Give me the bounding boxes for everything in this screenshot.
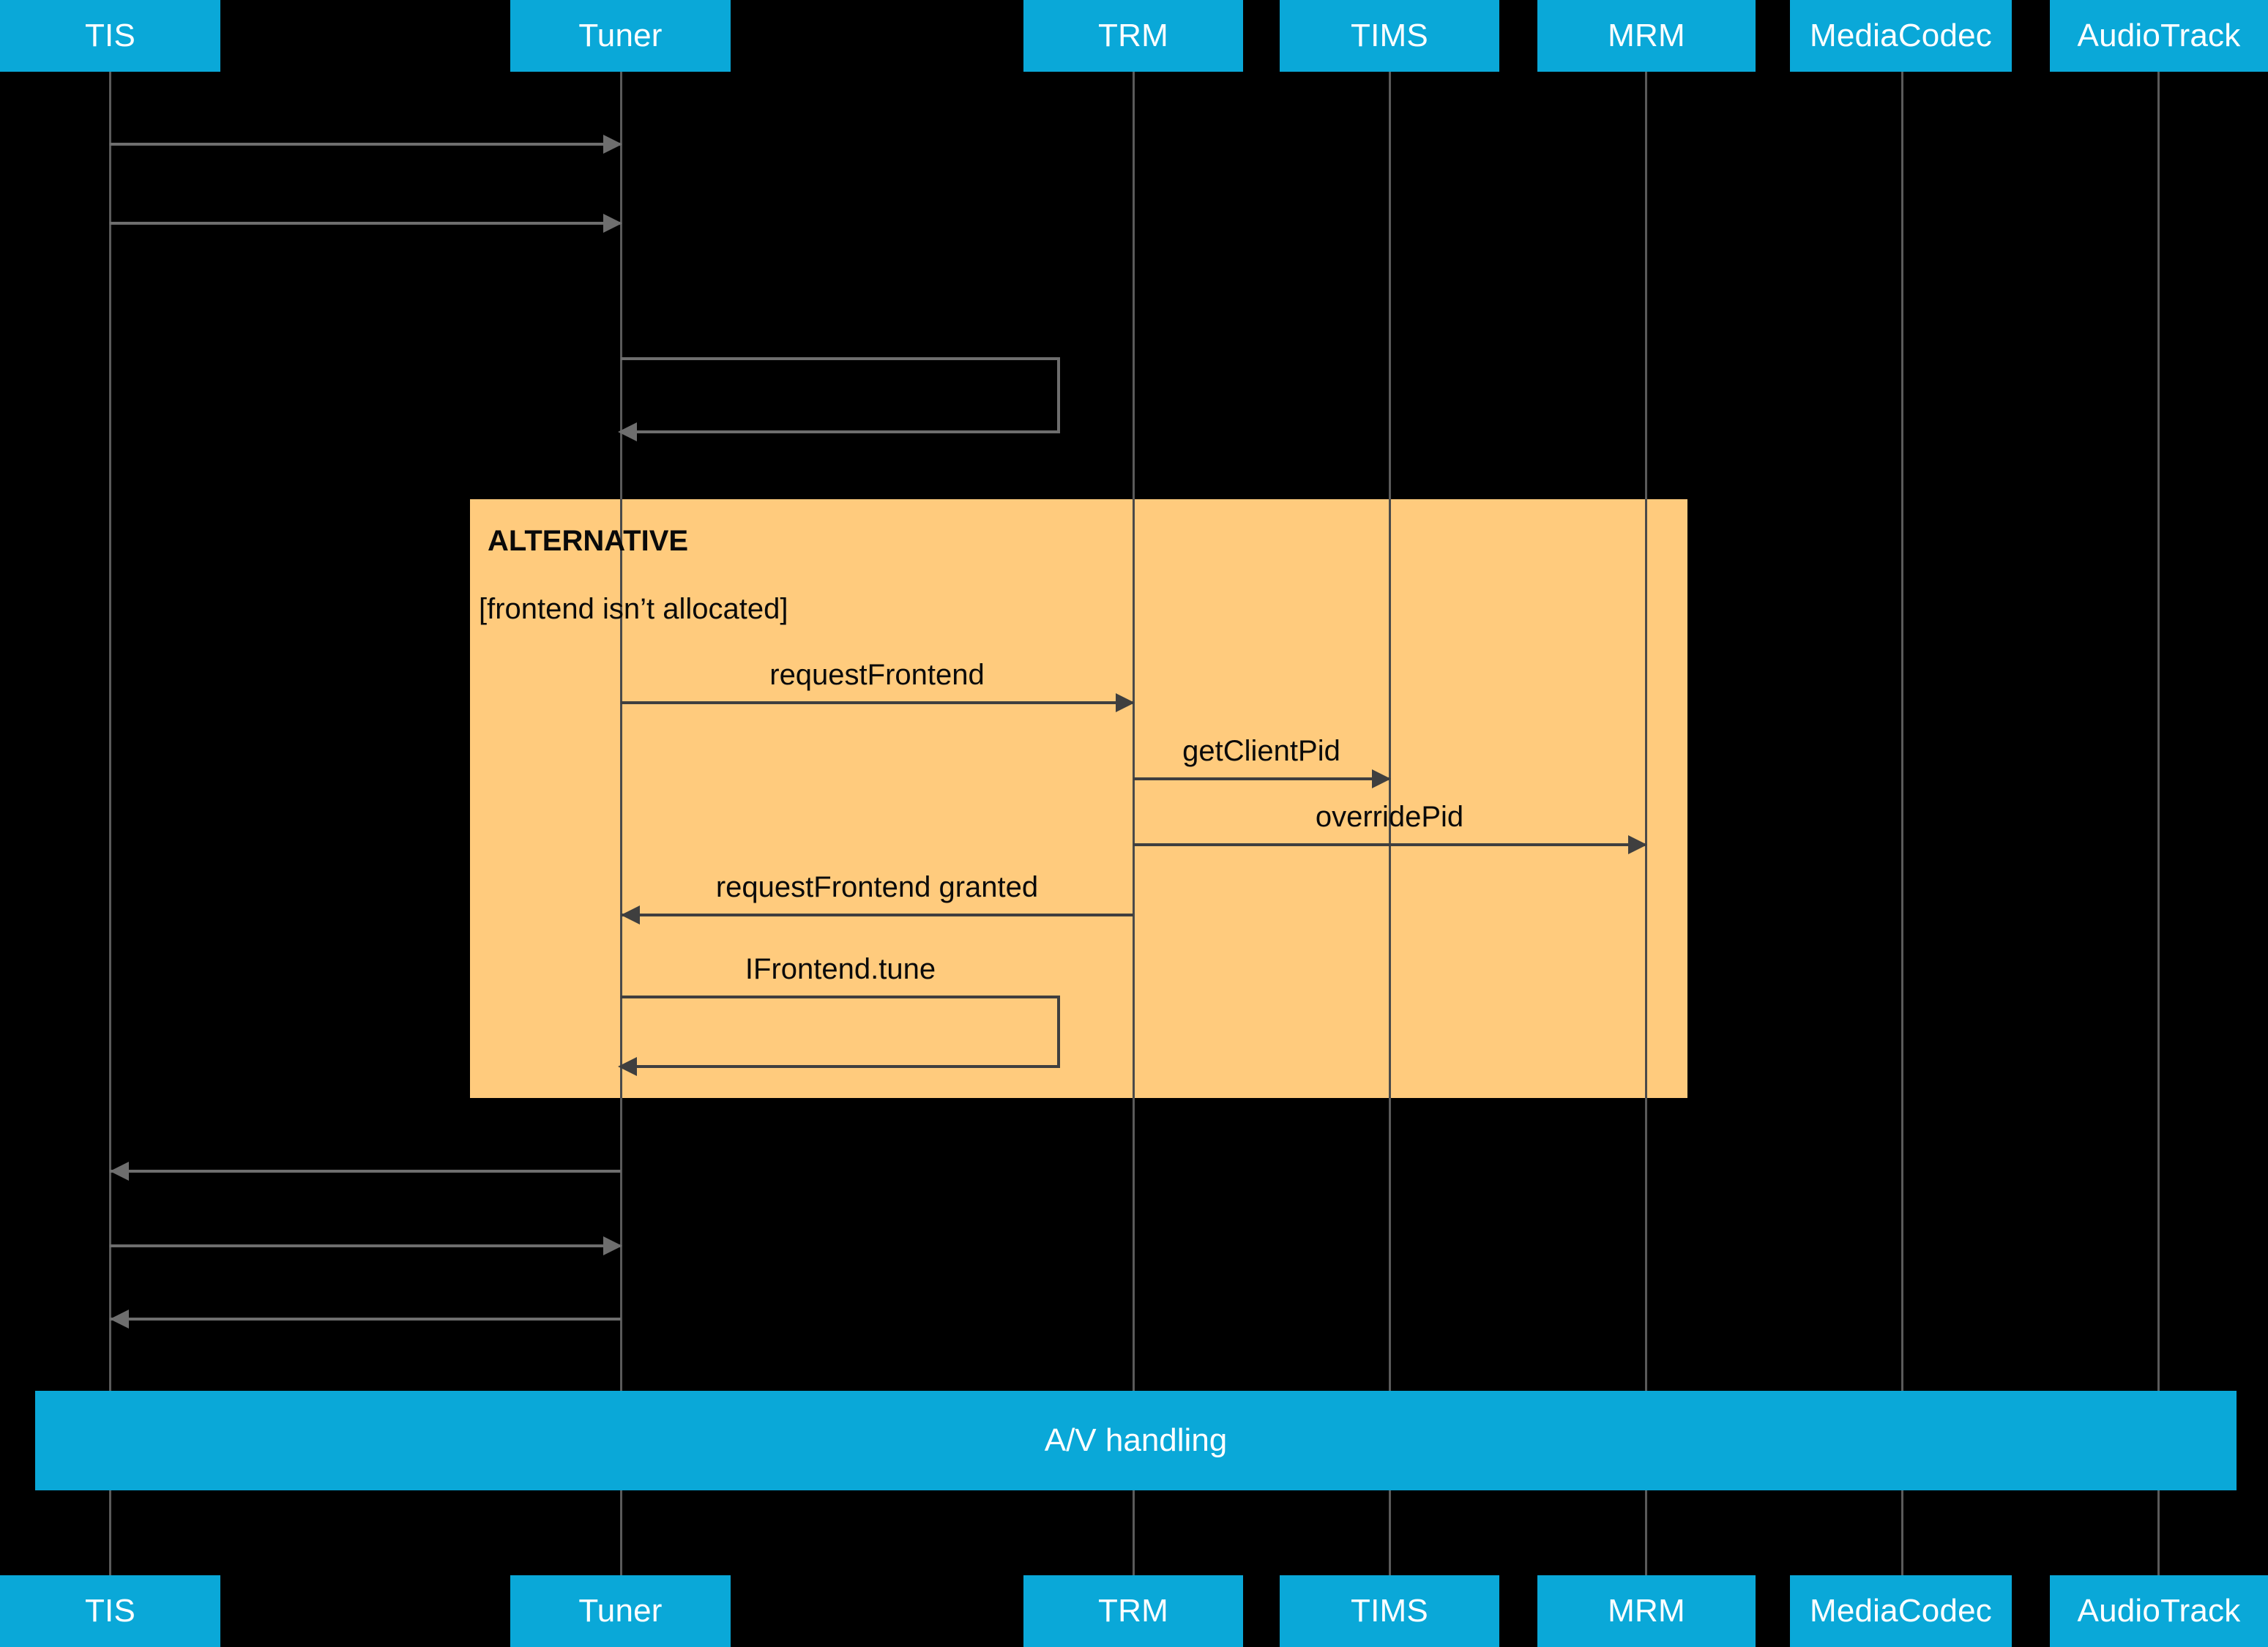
message-unlabeled-1-arrowhead [603,214,622,233]
actor-footer-tims[interactable]: TIMS [1280,1575,1499,1647]
actor-header-mrm[interactable]: MRM [1537,0,1756,72]
actor-footer-mrm[interactable]: MRM [1537,1575,1756,1647]
message-unlabeled-8-arrowhead [110,1162,129,1181]
lifeline-audiotrack [2157,72,2160,1575]
message-requestfrontend-line [621,701,1133,704]
message-unlabeled-9-line [110,1244,621,1247]
actor-header-tis[interactable]: TIS [0,0,220,72]
actor-footer-label-mediacodec: MediaCodec [1809,1593,1993,1629]
actor-footer-audiotrack[interactable]: AudioTrack [2050,1575,2268,1647]
actor-header-label-mrm: MRM [1608,18,1685,53]
actor-footer-label-tims: TIMS [1351,1593,1428,1629]
message-getclientpid-line [1133,777,1389,780]
av-handling-label: A/V handling [1044,1422,1228,1458]
message-unlabeled-0-line [110,143,621,146]
actor-header-label-mediacodec: MediaCodec [1809,18,1993,53]
actor-header-tims[interactable]: TIMS [1280,0,1499,72]
alt-fragment [470,499,1687,1098]
message-getclientpid-arrowhead [1372,769,1391,788]
message-ifrontend-tune-label: IFrontend.tune [745,953,936,985]
message-unlabeled-9-arrowhead [603,1236,622,1255]
actor-header-label-tuner: Tuner [578,18,663,53]
message-requestfrontend-granted-arrowhead [621,905,640,925]
lifeline-tims-in-fragment [1389,499,1391,1098]
actor-header-label-trm: TRM [1098,18,1168,53]
actor-header-label-tims: TIMS [1351,18,1428,53]
message-overridepid-label: overridePid [1315,801,1464,833]
message-requestfrontend-granted-label: requestFrontend granted [715,871,1039,903]
message-requestfrontend-granted-line [621,914,1133,916]
message-unlabeled-10-line [110,1318,621,1321]
message-unlabeled-2-arrowhead [618,422,637,441]
actor-footer-label-trm: TRM [1098,1593,1168,1629]
message-requestfrontend-arrowhead [1116,693,1135,712]
lifeline-mediacodec [1901,72,1903,1575]
alt-fragment-title: ALTERNATIVE [488,525,689,557]
actor-header-label-audiotrack: AudioTrack [2077,18,2241,53]
actor-header-trm[interactable]: TRM [1023,0,1243,72]
lifeline-tis [109,72,111,1575]
message-unlabeled-10-arrowhead [110,1310,129,1329]
message-overridepid-line [1133,843,1646,846]
lifeline-tuner-in-fragment [620,499,622,1098]
actor-footer-trm[interactable]: TRM [1023,1575,1243,1647]
actor-header-audiotrack[interactable]: AudioTrack [2050,0,2268,72]
actor-footer-label-tuner: Tuner [578,1593,663,1629]
actor-footer-label-mrm: MRM [1608,1593,1685,1629]
message-ifrontend-tune-arrowhead [618,1057,637,1076]
av-handling-bar: A/V handling [35,1391,2237,1490]
message-getclientpid-label: getClientPid [1182,735,1340,767]
actor-header-label-tis: TIS [84,18,136,53]
actor-footer-label-tis: TIS [84,1593,136,1629]
actor-footer-mediacodec[interactable]: MediaCodec [1790,1575,2012,1647]
actor-header-mediacodec[interactable]: MediaCodec [1790,0,2012,72]
message-unlabeled-1-line [110,222,621,225]
message-unlabeled-8-line [110,1170,621,1173]
alt-fragment-guard: [frontend isn’t allocated] [479,593,788,625]
lifeline-mrm-in-fragment [1645,499,1647,1098]
actor-footer-label-audiotrack: AudioTrack [2077,1593,2241,1629]
lifeline-trm-in-fragment [1133,499,1135,1098]
message-requestfrontend-label: requestFrontend [769,659,985,691]
message-unlabeled-0-arrowhead [603,135,622,154]
actor-header-tuner[interactable]: Tuner [510,0,731,72]
actor-footer-tuner[interactable]: Tuner [510,1575,731,1647]
actor-footer-tis[interactable]: TIS [0,1575,220,1647]
message-overridepid-arrowhead [1628,835,1647,854]
